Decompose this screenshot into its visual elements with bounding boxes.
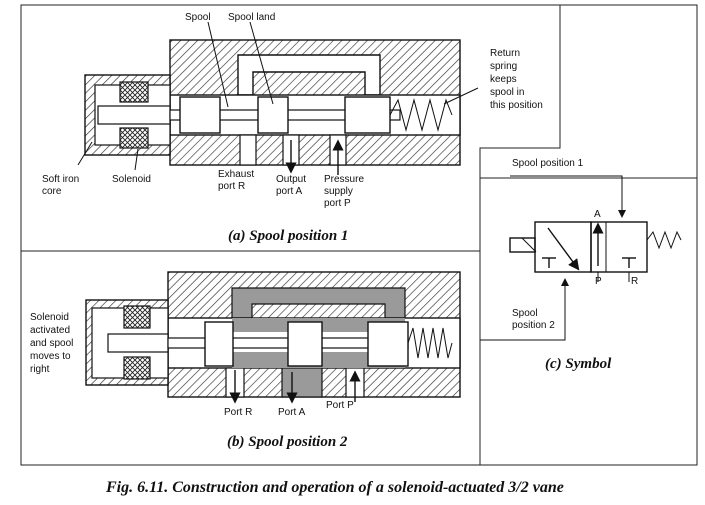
label-output-port: Output port A — [276, 174, 309, 197]
label-exhaust-port: Exhaust port R — [218, 169, 257, 192]
soft-iron-core-b — [107, 333, 169, 353]
soft-iron-core-a — [97, 105, 171, 125]
label-solenoid-activated: Solenoid activated and spool moves to ri… — [30, 312, 76, 375]
label-spool-land: Spool land — [228, 12, 275, 23]
label-solenoid: Solenoid — [112, 174, 151, 185]
caption-panel-a: (a) Spool position 1 — [228, 228, 348, 244]
label-symbol-r: R — [631, 276, 638, 287]
spool-land-b1 — [204, 321, 234, 367]
label-spool: Spool — [185, 12, 211, 23]
label-pressure-port: Pressure supply port P — [324, 174, 367, 209]
panel-b-drawing — [85, 271, 461, 404]
return-spring-b — [407, 327, 453, 359]
solenoid-symbol — [509, 237, 536, 253]
label-soft-iron-core: Soft iron core — [42, 174, 82, 197]
figure-caption: Fig. 6.11. Construction and operation of… — [105, 479, 564, 496]
label-spool-position-1: Spool position 1 — [512, 158, 584, 169]
caption-panel-b: (b) Spool position 2 — [227, 434, 348, 450]
label-spool-position-2: Spool position 2 — [512, 308, 555, 331]
divider-right-panel — [479, 5, 561, 465]
figure-frame — [20, 4, 698, 466]
spool-land-a3 — [344, 96, 391, 134]
spring-symbol — [646, 230, 682, 250]
spool-land-a1 — [179, 96, 221, 134]
label-port-r: Port R — [224, 407, 252, 418]
spool-land-b2 — [287, 321, 323, 367]
label-symbol-p: P — [595, 276, 602, 287]
solenoid-coil-b — [123, 305, 151, 329]
label-return-spring: Return spring keeps spool in this positi… — [490, 48, 543, 111]
label-symbol-a: A — [594, 209, 601, 220]
caption-panel-c: (c) Symbol — [545, 356, 612, 372]
valve-symbol — [480, 175, 682, 341]
label-port-a: Port A — [278, 407, 306, 418]
return-spring-a — [389, 98, 453, 132]
spool-land-b3 — [367, 321, 409, 367]
panel-a-drawing — [77, 21, 479, 175]
label-port-p: Port P — [326, 400, 354, 411]
solenoid-coil-a — [119, 81, 149, 103]
